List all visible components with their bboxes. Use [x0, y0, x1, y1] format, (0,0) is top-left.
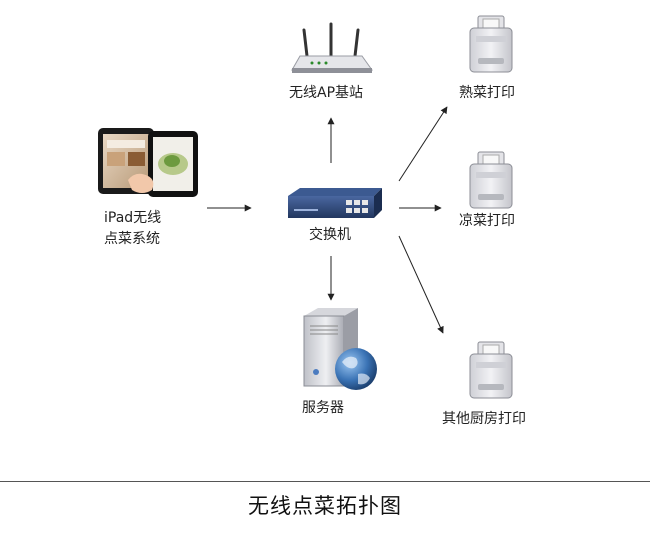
caption-divider [0, 481, 650, 482]
ipad-icon [98, 128, 198, 197]
printer-other-icon [469, 341, 513, 399]
diagram-caption: 无线点菜拓扑图 [248, 494, 402, 518]
edge-switch-printer-other [398, 235, 444, 334]
ipad-label-line2: 点菜系统 [104, 231, 160, 247]
ipad-label-line1: iPad无线 [104, 210, 162, 226]
server-label: 服务器 [302, 400, 344, 416]
edge-switch-printer-hot [398, 106, 448, 182]
printer-cold-label: 凉菜打印 [459, 213, 515, 229]
network-switch-icon [288, 188, 382, 218]
wireless-router-icon [291, 22, 373, 73]
switch-label: 交换机 [309, 227, 351, 243]
printer-other-label: 其他厨房打印 [442, 411, 526, 427]
printer-cold-icon [469, 151, 513, 209]
printer-hot-label: 熟菜打印 [459, 85, 515, 101]
ap-label: 无线AP基站 [289, 85, 364, 101]
server-icon [303, 308, 377, 390]
printer-hot-icon [469, 15, 513, 73]
